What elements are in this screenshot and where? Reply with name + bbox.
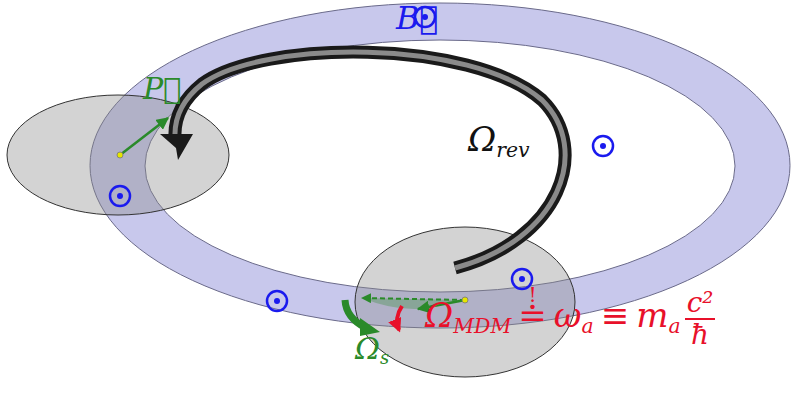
mdm-frequency: ΩMDM [425, 298, 511, 332]
field-out-dots [117, 14, 606, 304]
subscript: a [668, 314, 680, 338]
symbol: Ω [468, 119, 496, 159]
numerator: c² [685, 289, 716, 320]
revolution-frequency-label: Ωrev [468, 122, 530, 156]
fraction: c²ħ [685, 289, 716, 349]
symbol: ω [554, 295, 582, 335]
symbol: m [636, 295, 668, 335]
momentum-vector [120, 118, 168, 155]
identity-sign: ≡ [601, 298, 630, 332]
revolution-arrow [160, 52, 565, 268]
symbol: Ω [355, 331, 380, 366]
precession-formula: ΩMDM!≐ωa≡mac²ħ [425, 298, 715, 364]
axion-mass: ma [636, 298, 680, 332]
spin-frequency-label: Ωs [355, 334, 389, 364]
denominator: ħ [691, 320, 709, 349]
particle [462, 297, 468, 303]
momentum-label: P⃗ [143, 74, 181, 104]
beam-plane-right [355, 227, 575, 377]
subscript: s [380, 347, 389, 368]
subscript: MDM [453, 314, 511, 338]
subscript: a [582, 314, 594, 338]
field-out-symbols [110, 7, 613, 311]
particle [117, 152, 123, 158]
subscript: rev [496, 138, 529, 162]
field-label: B⃗ [396, 2, 439, 34]
defined-equal: !≐ [518, 298, 547, 332]
anomalous-frequency: ωa [554, 298, 594, 332]
beam-plane-left [7, 95, 229, 215]
symbol: Ω [425, 295, 453, 335]
requirement-mark: ! [518, 285, 547, 305]
mdm-precession-arrow [397, 306, 402, 330]
